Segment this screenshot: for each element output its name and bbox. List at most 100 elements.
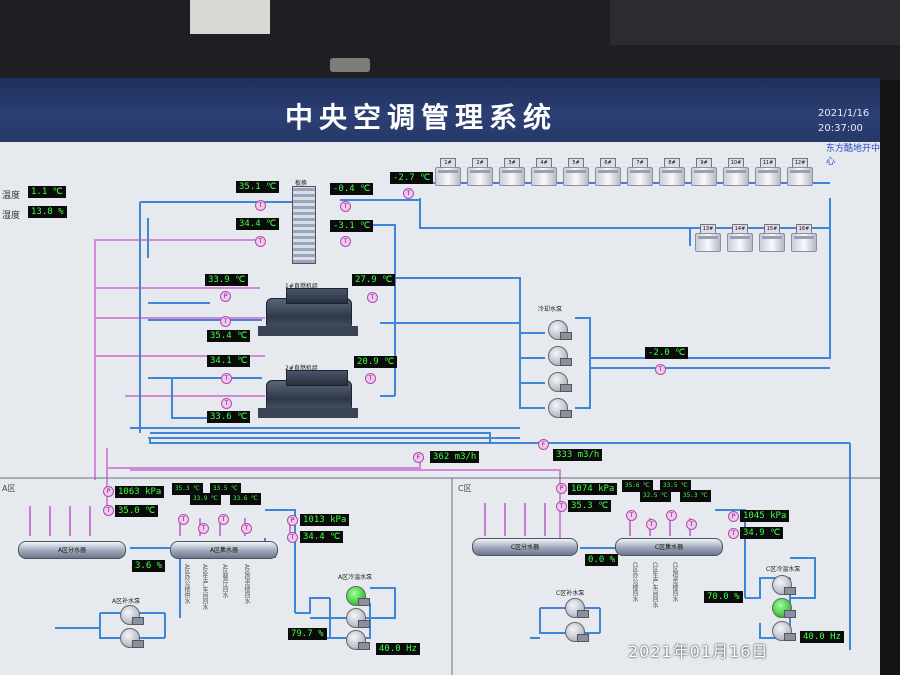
hx-out-right-temp: -3.1 ℃ — [330, 220, 374, 232]
cooling-tower[interactable]: 6# — [595, 158, 621, 186]
zone-a-collector-temp-1: 35.3 ℃ — [172, 483, 203, 495]
cooling-tower[interactable]: 11# — [755, 158, 781, 186]
zone-c-collector-temp-4: 35.3 ℃ — [680, 490, 711, 502]
photo-date-stamp: 2021年01月16日 — [628, 642, 769, 661]
cooling-tower-body — [435, 167, 461, 186]
flow-sensor[interactable]: F — [538, 439, 549, 450]
temp-sensor[interactable]: T — [241, 523, 252, 534]
temp-sensor[interactable]: T — [221, 398, 232, 409]
temp-sensor[interactable]: T — [255, 200, 266, 211]
zone-c-branch-label: C区办公楼回水 — [631, 562, 638, 603]
cooling-tower[interactable]: 14# — [727, 224, 753, 252]
zone-a-collector[interactable]: A区集水器 — [170, 541, 278, 559]
zone-c-pump-frequency: 40.0 Hz — [800, 631, 844, 643]
pressure-sensor[interactable]: P — [103, 486, 114, 497]
temp-sensor[interactable]: T — [367, 292, 378, 303]
temperature-value: 1.1 ℃ — [28, 186, 66, 198]
cooling-tower[interactable]: 3# — [499, 158, 525, 186]
zone-a-pump-frequency: 40.0 Hz — [376, 643, 420, 655]
hx-in-left-temp: 35.1 ℃ — [236, 181, 280, 193]
pressure-sensor[interactable]: P — [287, 515, 298, 526]
pressure-sensor[interactable]: P — [220, 291, 231, 302]
temp-sensor[interactable]: T — [556, 501, 567, 512]
zone-a-circ-pump-2[interactable] — [346, 608, 370, 628]
cooling-tower[interactable]: 15# — [759, 224, 785, 252]
scada-screen: 中央空调管理系统 2021/1/16 20:37:00 东方酷地开中心 温度 1… — [0, 78, 880, 675]
cooling-tower[interactable]: 5# — [563, 158, 589, 186]
temp-sensor[interactable]: T — [221, 373, 232, 384]
cooling-tower[interactable]: 4# — [531, 158, 557, 186]
temp-sensor[interactable]: T — [255, 236, 266, 247]
cooling-water-pump-4[interactable] — [548, 398, 572, 418]
cooling-water-pump-3[interactable] — [548, 372, 572, 392]
pressure-sensor[interactable]: P — [556, 483, 567, 494]
cooling-tower-body — [659, 167, 685, 186]
zone-a-makeup-pump-1[interactable] — [120, 605, 144, 625]
temp-sensor[interactable]: T — [218, 514, 229, 525]
hx-in-right-temp: -0.4 ℃ — [330, 183, 374, 195]
temp-sensor[interactable]: T — [626, 510, 637, 521]
temp-sensor[interactable]: T — [287, 532, 298, 543]
chiller-1[interactable] — [258, 288, 358, 338]
flow-left: 362 m3/h — [430, 451, 480, 463]
zone-a-branch-label: A区生产车间回水 — [201, 564, 208, 611]
cooling-water-pump-2[interactable] — [548, 346, 572, 366]
zone-c-distributor[interactable]: C区分水器 — [472, 538, 578, 556]
temp-sensor[interactable]: T — [666, 510, 677, 521]
pressure-sensor[interactable]: P — [728, 511, 739, 522]
temp-sensor[interactable]: T — [728, 528, 739, 539]
chiller1-right-temp: 27.9 ℃ — [352, 274, 396, 286]
zone-c-collector-temp-1: 35.6 ℃ — [622, 480, 653, 492]
cooling-tower-body — [627, 167, 653, 186]
zone-c-return-pressure: 1045 kPa — [740, 510, 790, 522]
zone-a-distributor[interactable]: A区分水器 — [18, 541, 126, 559]
flow-sensor[interactable]: F — [413, 452, 424, 463]
zone-c-pump-percent: 70.0 % — [704, 591, 743, 603]
zone-a-makeup-pump-2[interactable] — [120, 628, 144, 648]
zone-a-collector-temp-3: 33.5 ℃ — [210, 483, 241, 495]
cooling-tower[interactable]: 10# — [723, 158, 749, 186]
cooling-tower[interactable]: 1# — [435, 158, 461, 186]
chiller-2[interactable] — [258, 370, 358, 420]
humidity-label: 湿度 — [2, 211, 21, 221]
cooling-tower[interactable]: 13# — [695, 224, 721, 252]
cooling-tower[interactable]: 9# — [691, 158, 717, 186]
temp-sensor[interactable]: T — [403, 188, 414, 199]
tower-supply-temp: -2.7 ℃ — [390, 172, 434, 184]
plate-heat-exchanger[interactable] — [292, 186, 316, 264]
temp-sensor[interactable]: T — [686, 519, 697, 530]
temp-sensor[interactable]: T — [340, 201, 351, 212]
temp-sensor[interactable]: T — [340, 236, 351, 247]
zone-c-circ-pump-2[interactable] — [772, 598, 796, 618]
cooling-tower[interactable]: 7# — [627, 158, 653, 186]
cooling-water-pump-1[interactable] — [548, 320, 572, 340]
zone-c-circ-pump-3[interactable] — [772, 621, 796, 641]
temp-sensor[interactable]: T — [103, 505, 114, 516]
temp-sensor[interactable]: T — [646, 519, 657, 530]
chiller2-label: 2#直燃机组 — [285, 365, 318, 372]
zone-c-makeup-pump-1[interactable] — [565, 598, 589, 618]
cooling-tower-body — [755, 167, 781, 186]
cooling-tower[interactable]: 2# — [467, 158, 493, 186]
zone-a-distributor-label: A区分水器 — [57, 547, 87, 554]
cooling-water-pipe — [130, 317, 851, 650]
chiller2-out-temp: 33.6 ℃ — [207, 411, 251, 423]
zone-c-circ-pump-1[interactable] — [772, 575, 796, 595]
cooling-tower[interactable]: 8# — [659, 158, 685, 186]
zone-a-return-temp: 34.4 ℃ — [300, 531, 344, 543]
zone-a-circ-pump-3[interactable] — [346, 630, 370, 650]
temp-sensor[interactable]: T — [655, 364, 666, 375]
cooling-tower[interactable]: 16# — [791, 224, 817, 252]
temp-sensor[interactable]: T — [365, 373, 376, 384]
company-label: 东方酷地开中心 — [826, 144, 880, 167]
cooling-tower[interactable]: 12# — [787, 158, 813, 186]
humidity-value: 13.8 % — [28, 206, 67, 218]
zone-c-makeup-pump-2[interactable] — [565, 622, 589, 642]
hx-out-left-temp: 34.4 ℃ — [236, 218, 280, 230]
zone-c-collector[interactable]: C区集水器 — [615, 538, 723, 556]
temp-sensor[interactable]: T — [220, 316, 231, 327]
zone-a-collector-temp-4: 33.6 ℃ — [230, 493, 261, 505]
temp-sensor[interactable]: T — [178, 514, 189, 525]
temp-sensor[interactable]: T — [198, 523, 209, 534]
zone-a-circ-pump-1[interactable] — [346, 586, 370, 606]
